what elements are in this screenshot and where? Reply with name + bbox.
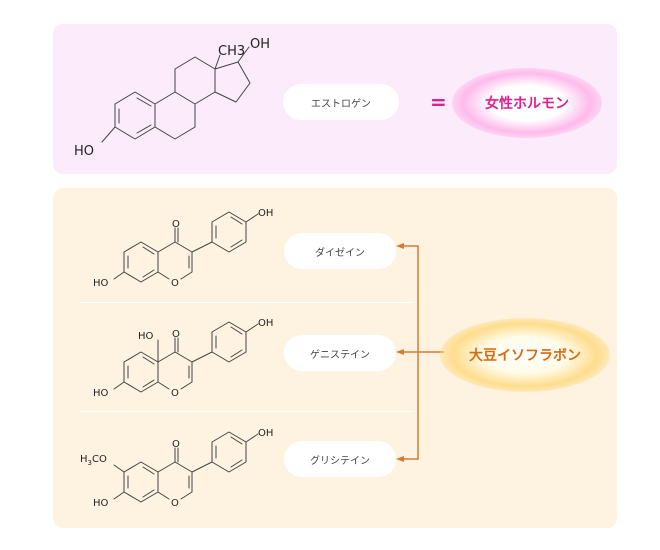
estradiol-oh-label: OH bbox=[250, 37, 270, 52]
glycitein-structure bbox=[113, 431, 259, 503]
genistein-label: ゲニステイン bbox=[284, 335, 396, 371]
glycitein-o-carbonyl-label: O bbox=[172, 439, 180, 450]
row-divider bbox=[80, 302, 412, 303]
soy-isoflavone-label: 大豆イソフラボン bbox=[440, 318, 610, 392]
estradiol-ho-label: HO bbox=[74, 144, 94, 159]
row-divider bbox=[80, 411, 412, 412]
female-hormone-label: 女性ホルモン bbox=[452, 68, 602, 138]
genistein-oh-label: OH bbox=[258, 318, 273, 329]
glycitein-label: グリシテイン bbox=[284, 441, 396, 477]
daidzein-oh-label: OH bbox=[258, 208, 273, 219]
estradiol-structure bbox=[101, 46, 251, 143]
glycitein-o-ring-label: O bbox=[171, 498, 179, 509]
genistein-ho-label: HO bbox=[93, 388, 109, 399]
estradiol-methyl-label: CH3 bbox=[218, 44, 245, 59]
genistein-structure bbox=[113, 321, 259, 393]
equals-sign: = bbox=[430, 90, 447, 114]
glycitein-h3co-label: H3CO bbox=[80, 454, 107, 467]
genistein-o-carbonyl-label: O bbox=[172, 329, 180, 340]
estrogen-label: エストロゲン bbox=[283, 84, 399, 120]
genistein-ho-top-label: HO bbox=[138, 331, 154, 342]
daidzein-o-ring-label: O bbox=[171, 278, 179, 289]
glycitein-oh-label: OH bbox=[258, 428, 273, 439]
daidzein-label: ダイゼイン bbox=[284, 233, 396, 269]
daidzein-o-carbonyl-label: O bbox=[172, 219, 180, 230]
genistein-o-ring-label: O bbox=[171, 388, 179, 399]
group-bracket bbox=[404, 245, 444, 460]
daidzein-structure bbox=[113, 211, 259, 283]
daidzein-ho-label: HO bbox=[93, 278, 109, 289]
bracket-arrows bbox=[396, 243, 404, 462]
glycitein-ho-label: HO bbox=[93, 498, 109, 509]
